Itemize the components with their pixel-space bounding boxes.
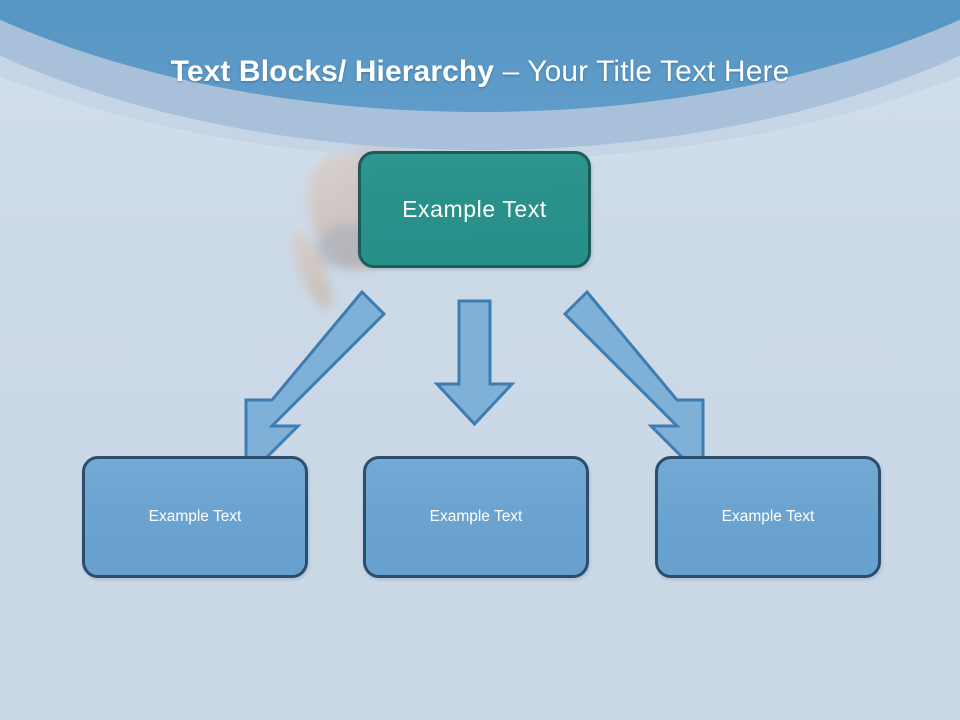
page-title-bold: Text Blocks/ Hierarchy — [170, 55, 503, 88]
page-title-light: – Your Title Text Here — [502, 55, 790, 88]
node-child-1[interactable]: Example Text — [82, 456, 308, 578]
page-title: Text Blocks/ Hierarchy – Your Title Text… — [0, 53, 960, 91]
node-child-2[interactable]: Example Text — [363, 456, 589, 578]
node-root-label: Example Text — [402, 196, 547, 222]
node-child-3-label: Example Text — [721, 508, 815, 525]
node-child-2-label: Example Text — [429, 508, 523, 525]
node-root[interactable]: Example Text — [358, 151, 591, 268]
node-child-3[interactable]: Example Text — [655, 456, 881, 578]
node-child-1-label: Example Text — [148, 508, 242, 525]
